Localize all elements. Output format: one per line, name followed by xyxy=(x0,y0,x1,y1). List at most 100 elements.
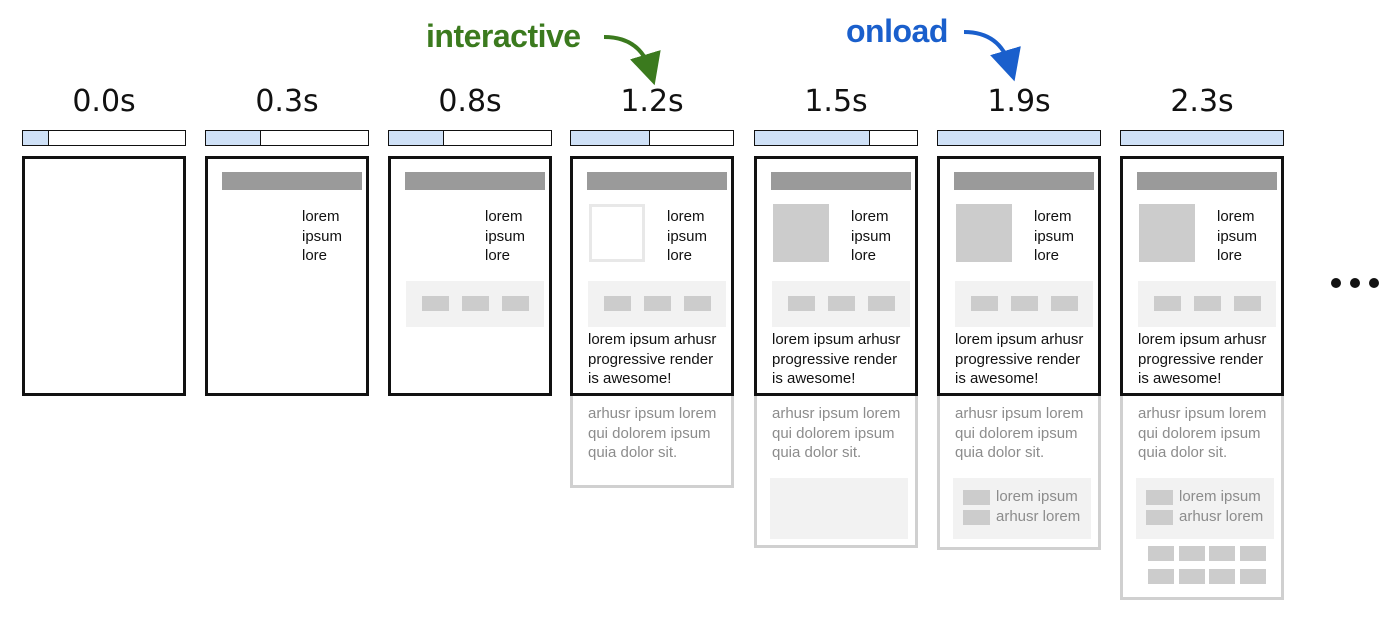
nav-bar xyxy=(406,281,544,327)
body-text-line: is awesome! xyxy=(1138,370,1222,387)
lorem-text-line: lorem xyxy=(667,208,705,225)
below-fold-item-placeholder xyxy=(963,490,990,505)
progress-bar-fill xyxy=(1121,131,1283,145)
header-placeholder xyxy=(222,172,362,190)
progress-bar xyxy=(937,130,1101,146)
lorem-text: lorem ipsum lore xyxy=(1217,207,1257,266)
ellipsis-icon xyxy=(1369,278,1379,288)
lorem-text-line: ipsum xyxy=(1217,227,1258,245)
below-fold-item-placeholder xyxy=(1146,490,1173,505)
below-fold-grid-cell xyxy=(1148,546,1174,561)
body-text-line: is awesome! xyxy=(955,370,1039,387)
nav-item-placeholder xyxy=(1234,296,1261,311)
nav-item-placeholder xyxy=(1051,296,1078,311)
body-text-line: lorem ipsum arhusr xyxy=(955,331,1084,348)
lorem-text-line: ipsum xyxy=(851,227,892,245)
onload-arrow-icon xyxy=(963,30,1021,82)
header-placeholder xyxy=(587,172,727,190)
frame: 0.0s xyxy=(20,0,188,622)
nav-item-placeholder xyxy=(644,296,671,311)
lorem-text-line: ipsum xyxy=(485,227,526,245)
lorem-text-line: lorem xyxy=(1034,208,1072,225)
image-placeholder xyxy=(956,204,1012,262)
lorem-text-line: ipsum xyxy=(667,227,708,245)
below-fold-grid-cell xyxy=(1148,569,1174,584)
viewport: lorem ipsum lore lorem ipsum arhusr progress… xyxy=(937,156,1101,396)
lorem-text-line: lore xyxy=(1034,247,1060,264)
below-fold-text-line: arhusr ipsum lorem xyxy=(588,405,717,422)
lorem-text: lorem ipsum lore xyxy=(1034,207,1074,266)
below-fold-item-text: lorem ipsum xyxy=(1179,488,1261,505)
below-fold-text-line: quia dolor sit. xyxy=(955,444,1045,461)
nav-bar xyxy=(1138,281,1276,327)
nav-item-placeholder xyxy=(971,296,998,311)
nav-bar xyxy=(955,281,1093,327)
below-fold-panel xyxy=(770,478,908,539)
frame-time-label: 1.5s xyxy=(804,84,868,119)
lorem-text-line: lore xyxy=(485,247,511,264)
body-text: lorem ipsum arhusr progressive render is a… xyxy=(1138,330,1266,389)
nav-item-placeholder xyxy=(502,296,529,311)
image-placeholder xyxy=(1139,204,1195,262)
nav-item-placeholder xyxy=(684,296,711,311)
nav-item-placeholder xyxy=(422,296,449,311)
header-placeholder xyxy=(405,172,545,190)
header-placeholder xyxy=(771,172,911,190)
body-text-line: progressive render xyxy=(1138,350,1264,368)
frame: 1.5s arhusr ipsum lorem qui dolorem ipsum q… xyxy=(752,0,920,622)
below-fold-grid-cell xyxy=(1209,546,1235,561)
nav-item-placeholder xyxy=(604,296,631,311)
below-fold-text-line: qui dolorem ipsum xyxy=(772,424,895,442)
progress-bar xyxy=(388,130,552,146)
lorem-text-line: ipsum xyxy=(1034,227,1075,245)
lorem-text: lorem ipsum lore xyxy=(667,207,707,266)
lorem-text-line: lorem xyxy=(485,208,523,225)
nav-item-placeholder xyxy=(788,296,815,311)
below-fold-item-placeholder xyxy=(963,510,990,525)
frame-time-label: 0.0s xyxy=(72,84,136,119)
marker-arrows xyxy=(603,30,1021,86)
lorem-text-line: lore xyxy=(1217,247,1243,264)
body-text-line: progressive render xyxy=(955,350,1081,368)
below-fold-text-line: arhusr ipsum lorem xyxy=(1138,405,1267,422)
lorem-text-line: ipsum xyxy=(302,227,343,245)
lorem-text-line: lore xyxy=(302,247,328,264)
lorem-text-line: lorem xyxy=(1217,208,1255,225)
ellipsis-icon xyxy=(1350,278,1360,288)
below-fold-text-line: arhusr ipsum lorem xyxy=(772,405,901,422)
lorem-text-line: lorem xyxy=(302,208,340,225)
nav-item-placeholder xyxy=(1194,296,1221,311)
frame-time-label: 0.3s xyxy=(255,84,319,119)
viewport: lorem ipsum lore xyxy=(388,156,552,396)
lorem-text-line: lore xyxy=(667,247,693,264)
frame-time-label: 1.9s xyxy=(987,84,1051,119)
nav-bar xyxy=(772,281,910,327)
body-text-line: lorem ipsum arhusr xyxy=(772,331,901,348)
below-fold-text: arhusr ipsum lorem qui dolorem ipsum quia … xyxy=(772,404,900,463)
nav-item-placeholder xyxy=(1154,296,1181,311)
body-text-line: lorem ipsum arhusr xyxy=(588,331,717,348)
progress-bar-fill xyxy=(389,131,445,145)
below-fold-grid-cell xyxy=(1240,569,1266,584)
viewport: lorem ipsum lore xyxy=(205,156,369,396)
below-fold-grid-cell xyxy=(1209,569,1235,584)
below-fold-content: arhusr ipsum lorem qui dolorem ipsum quia … xyxy=(754,388,918,548)
progress-bar-fill xyxy=(206,131,262,145)
body-text-line: lorem ipsum arhusr xyxy=(1138,331,1267,348)
frame: 0.3s lorem ipsum lore xyxy=(203,0,371,622)
nav-item-placeholder xyxy=(462,296,489,311)
below-fold-text-line: arhusr ipsum lorem xyxy=(955,405,1084,422)
below-fold-item-text: arhusr lorem xyxy=(996,507,1081,525)
header-placeholder xyxy=(954,172,1094,190)
below-fold-text-line: quia dolor sit. xyxy=(772,444,862,461)
